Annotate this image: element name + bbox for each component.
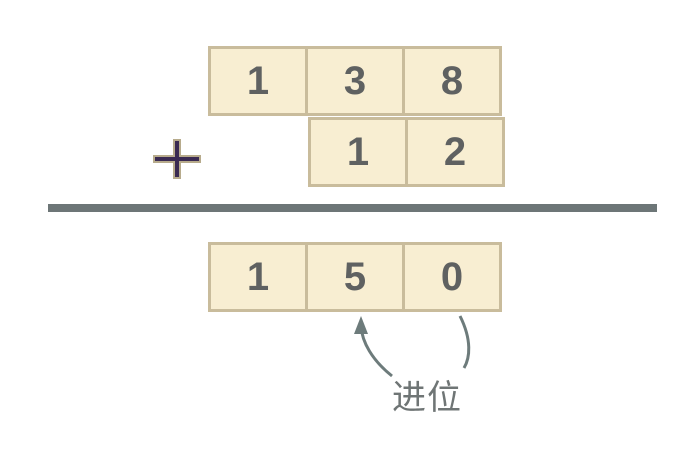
- carry-label: 进位: [392, 378, 462, 418]
- digit-cell: 8: [402, 46, 502, 116]
- bottom-addend-row: 1 2: [308, 117, 505, 187]
- digit-cell: 0: [402, 242, 502, 312]
- digit-cell: 2: [405, 117, 505, 187]
- top-addend-row: 1 3 8: [208, 46, 502, 116]
- digit-cell: 3: [305, 46, 405, 116]
- sum-line: [48, 204, 657, 212]
- digit-cell: 1: [208, 46, 308, 116]
- digit-cell: 5: [305, 242, 405, 312]
- result-row: 1 5 0: [208, 242, 502, 312]
- plus-sign-icon: [153, 139, 201, 179]
- digit-cell: 1: [208, 242, 308, 312]
- digit-cell: 1: [308, 117, 408, 187]
